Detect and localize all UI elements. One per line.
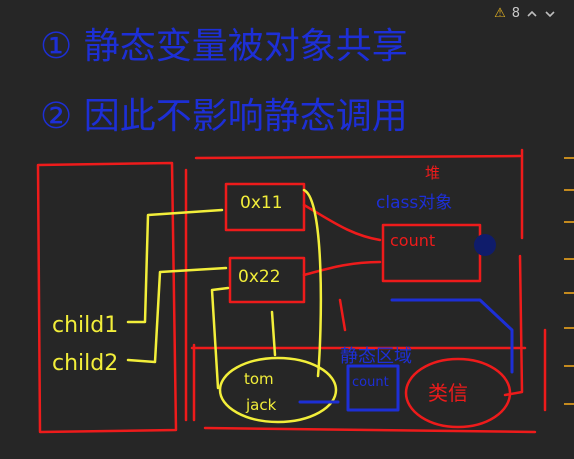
name-tom: tom xyxy=(244,370,274,388)
gutter-marker[interactable] xyxy=(564,258,574,260)
static-area-label: 静态区域 xyxy=(340,346,412,367)
gutter-marker[interactable] xyxy=(564,189,574,191)
warning-icon[interactable]: ⚠ xyxy=(494,6,506,21)
chevron-down-icon[interactable] xyxy=(544,9,556,19)
pointer-dot xyxy=(474,234,496,256)
gutter-marker[interactable] xyxy=(564,327,574,329)
heap-label: 堆 xyxy=(425,164,440,182)
arrow-obj1-to-class xyxy=(302,203,382,242)
svg-text:① 静态变量被对象共享: ① 静态变量被对象共享 xyxy=(40,26,408,67)
warning-count[interactable]: 8 xyxy=(511,6,520,21)
note-line-1: ① 静态变量被对象共享 xyxy=(40,26,408,67)
method-area-oval xyxy=(404,357,512,429)
arrow-child2-to-obj2 xyxy=(126,266,228,364)
inspection-toolbar: ⚠ 8 xyxy=(494,6,556,21)
arrow-obj2-to-class xyxy=(302,260,382,277)
static-count-label: count xyxy=(352,375,389,390)
obj1-to-tom xyxy=(302,188,323,378)
child2-label: child2 xyxy=(52,351,118,376)
object-0x11-box xyxy=(224,182,306,232)
class-object-label: class对象 xyxy=(376,193,452,213)
heap-bottom-border xyxy=(203,426,537,434)
gutter-marker[interactable] xyxy=(564,365,574,367)
object-0x22-box xyxy=(228,256,306,304)
child1-label: child1 xyxy=(52,313,118,338)
gutter-marker[interactable] xyxy=(564,403,574,405)
ref-stroke xyxy=(338,298,347,332)
obj2-to-jack xyxy=(210,286,230,390)
string-pool-oval xyxy=(218,356,338,424)
heap-top-border xyxy=(194,154,522,160)
svg-text:② 因此不影响静态调用: ② 因此不影响静态调用 xyxy=(40,96,408,137)
gutter-marker[interactable] xyxy=(564,292,574,294)
static-count-box xyxy=(346,364,400,412)
chevron-up-icon[interactable] xyxy=(526,9,538,19)
blue-pointer-line xyxy=(390,298,514,374)
note-line-2: ② 因此不影响静态调用 xyxy=(40,96,408,137)
count-label: count xyxy=(390,231,435,250)
object-0x22-label: 0x22 xyxy=(238,267,281,287)
object-0x11-label: 0x11 xyxy=(240,193,283,213)
method-area-label: 类信 xyxy=(428,381,468,405)
yellow-ref-stroke xyxy=(270,310,277,357)
arrow-child1-to-obj1 xyxy=(126,208,224,324)
gutter-marker[interactable] xyxy=(564,221,574,223)
stack-frame-box xyxy=(36,161,178,434)
gutter-marker[interactable] xyxy=(564,157,574,159)
name-jack: jack xyxy=(245,396,277,414)
